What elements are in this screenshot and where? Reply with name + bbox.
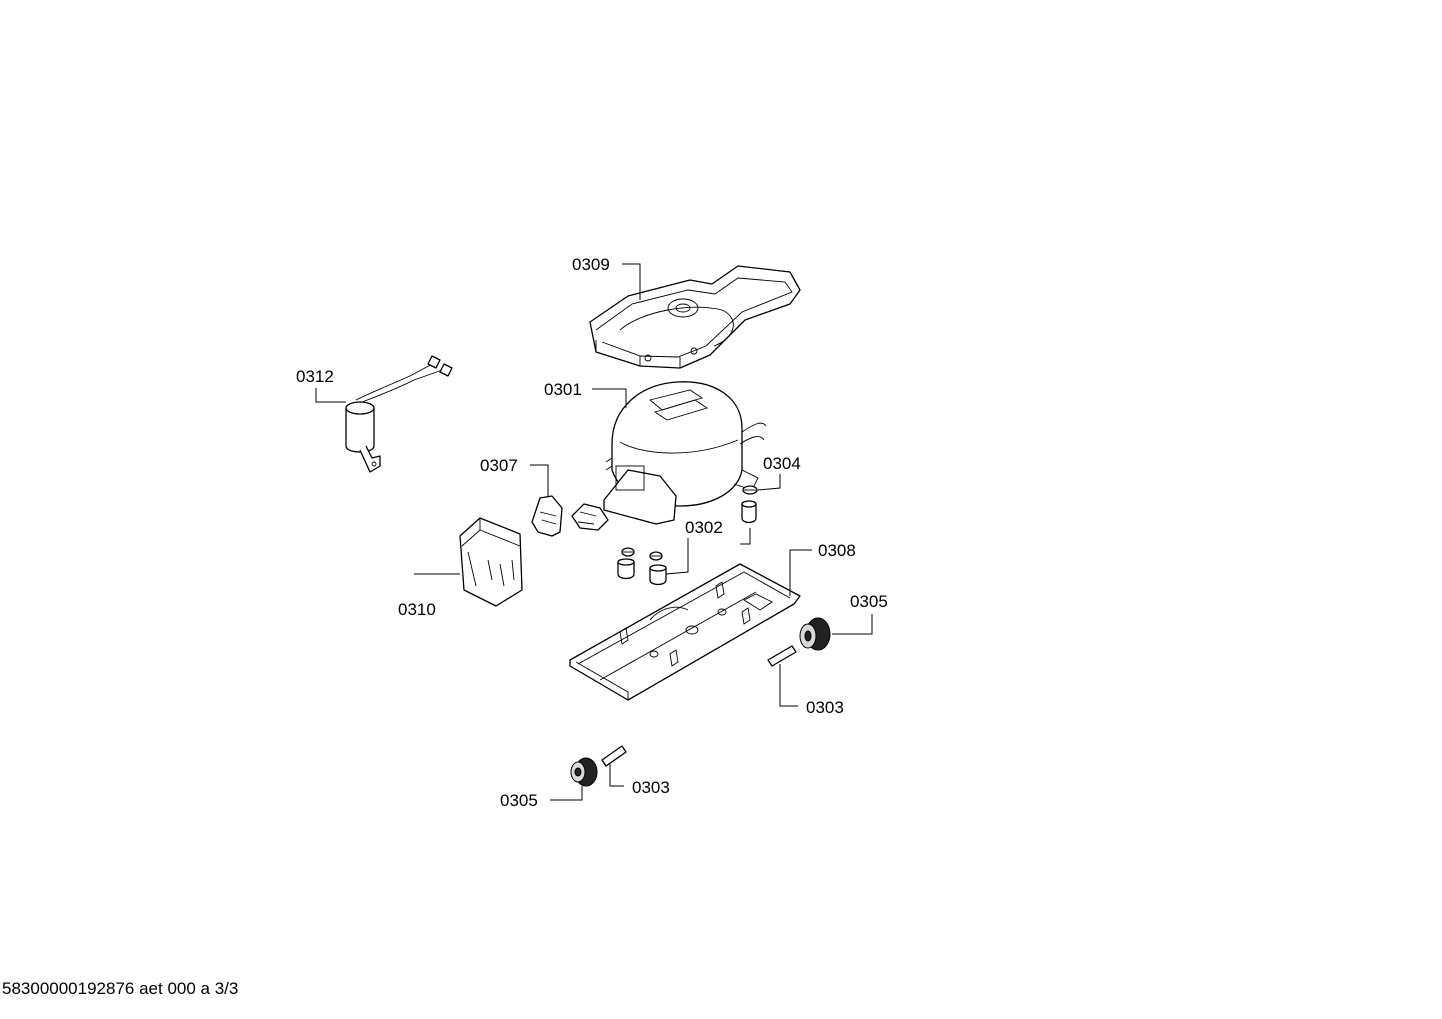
mounting-bracket-icon	[569, 563, 801, 701]
cover-cap-icon	[459, 517, 523, 607]
callout-0307: 0307	[480, 456, 518, 475]
rubber-grommet-icon	[617, 500, 757, 586]
capacitor-icon	[345, 355, 453, 473]
callout-0305-a: 0305	[850, 592, 888, 611]
clip-washer-icon	[621, 485, 758, 561]
callout-0303-a: 0303	[806, 698, 844, 717]
pin-icon	[601, 645, 797, 767]
callout-0305-b: 0305	[500, 791, 538, 810]
drip-tray-icon	[589, 265, 801, 369]
document-footer: 58300000192876 aet 000 a 3/3	[2, 979, 239, 998]
compressor-icon	[603, 381, 767, 525]
callout-0304: 0304	[763, 454, 801, 473]
callout-0303-b: 0303	[632, 778, 670, 797]
callout-0309: 0309	[572, 255, 610, 274]
callout-0302: 0302	[685, 518, 723, 537]
callout-0301: 0301	[544, 380, 582, 399]
callout-0310: 0310	[398, 600, 436, 619]
leader-lines	[315, 263, 873, 801]
relay-icon	[531, 495, 609, 537]
roller-wheel-icon	[570, 617, 831, 787]
callout-0308: 0308	[818, 541, 856, 560]
callout-0312: 0312	[296, 367, 334, 386]
